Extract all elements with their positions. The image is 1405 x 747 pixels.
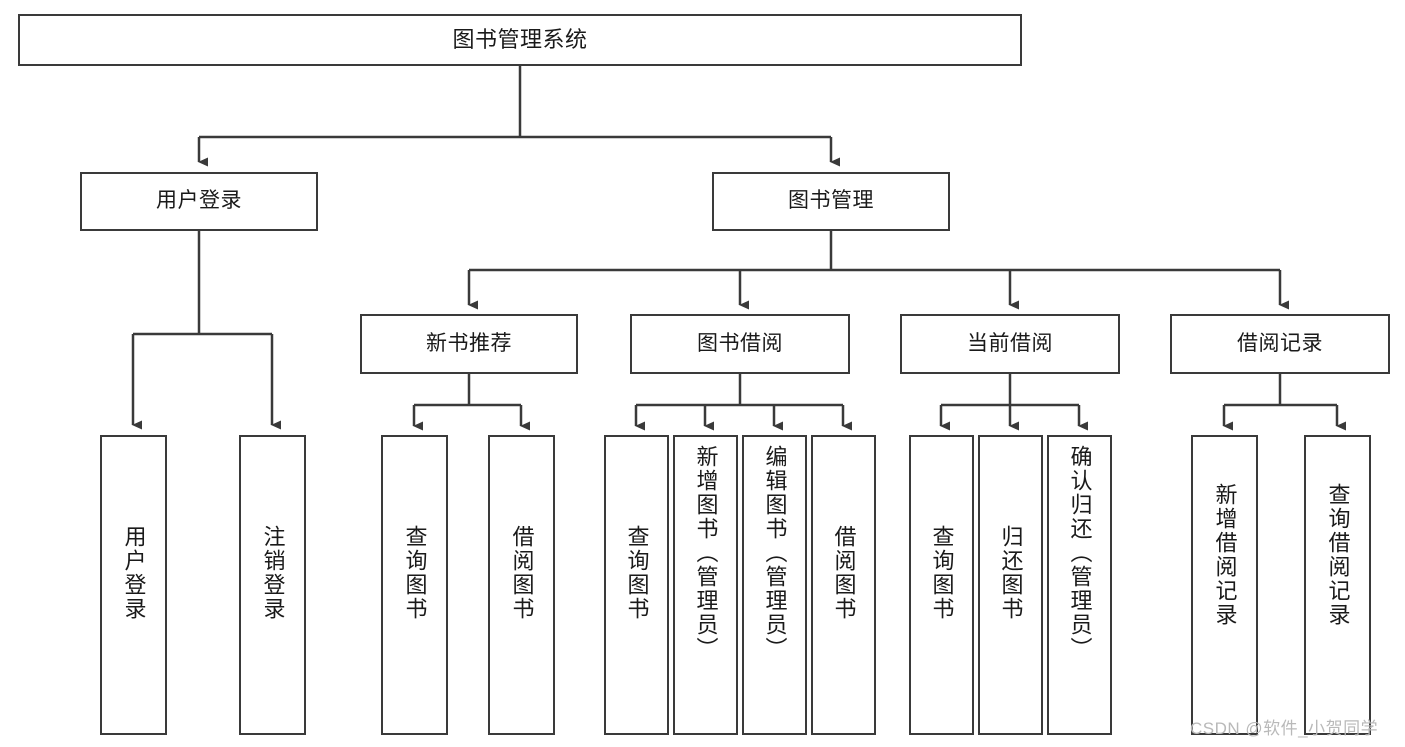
node-leaf-add-book-admin[interactable]: 新增图书（管理员） bbox=[673, 435, 738, 735]
node-leaf-return-book[interactable]: 归还图书 bbox=[978, 435, 1043, 735]
node-label: 归还图书 bbox=[998, 525, 1024, 621]
node-label: 当前借阅 bbox=[967, 331, 1053, 355]
csdn-watermark: CSDN @软件_小贺同学 bbox=[1190, 719, 1379, 738]
node-label: 编辑图书（管理员） bbox=[762, 445, 788, 661]
node-label: 借阅图书 bbox=[831, 525, 857, 621]
node-leaf-query-book-recommend[interactable]: 查询图书 bbox=[381, 435, 448, 735]
node-leaf-query-borrow-record[interactable]: 查询借阅记录 bbox=[1304, 435, 1371, 735]
node-label: 查询图书 bbox=[402, 525, 428, 621]
node-leaf-user-login[interactable]: 用户登录 bbox=[100, 435, 167, 735]
node-leaf-query-book-borrow[interactable]: 查询图书 bbox=[604, 435, 669, 735]
node-label: 用户登录 bbox=[156, 189, 242, 213]
node-book-management[interactable]: 图书管理 bbox=[712, 172, 950, 231]
node-label: 借阅图书 bbox=[509, 525, 535, 621]
node-leaf-edit-book-admin[interactable]: 编辑图书（管理员） bbox=[742, 435, 807, 735]
node-leaf-query-book-current[interactable]: 查询图书 bbox=[909, 435, 974, 735]
node-user-login[interactable]: 用户登录 bbox=[80, 172, 318, 231]
node-current-borrow[interactable]: 当前借阅 bbox=[900, 314, 1120, 374]
node-leaf-borrow-book-recommend[interactable]: 借阅图书 bbox=[488, 435, 555, 735]
node-leaf-confirm-return-admin[interactable]: 确认归还（管理员） bbox=[1047, 435, 1112, 735]
node-label: 新书推荐 bbox=[426, 331, 512, 355]
node-label: 借阅记录 bbox=[1237, 331, 1323, 355]
node-borrow-record[interactable]: 借阅记录 bbox=[1170, 314, 1390, 374]
node-label: 确认归还（管理员） bbox=[1067, 445, 1093, 661]
node-label: 图书管理 bbox=[788, 189, 874, 213]
node-label: 新增借阅记录 bbox=[1212, 483, 1238, 627]
node-label: 注销登录 bbox=[260, 525, 286, 621]
node-new-book-recommend[interactable]: 新书推荐 bbox=[360, 314, 578, 374]
node-label: 查询借阅记录 bbox=[1325, 483, 1351, 627]
node-label: 用户登录 bbox=[121, 525, 147, 621]
node-label: 查询图书 bbox=[929, 525, 955, 621]
node-label: 图书借阅 bbox=[697, 331, 783, 355]
node-label: 新增图书（管理员） bbox=[693, 445, 719, 661]
node-root-book-management-system[interactable]: 图书管理系统 bbox=[18, 14, 1022, 66]
node-leaf-logout-login[interactable]: 注销登录 bbox=[239, 435, 306, 735]
node-label: 查询图书 bbox=[624, 525, 650, 621]
node-book-borrow[interactable]: 图书借阅 bbox=[630, 314, 850, 374]
node-label: 图书管理系统 bbox=[452, 27, 588, 53]
node-leaf-add-borrow-record[interactable]: 新增借阅记录 bbox=[1191, 435, 1258, 735]
node-leaf-borrow-book[interactable]: 借阅图书 bbox=[811, 435, 876, 735]
